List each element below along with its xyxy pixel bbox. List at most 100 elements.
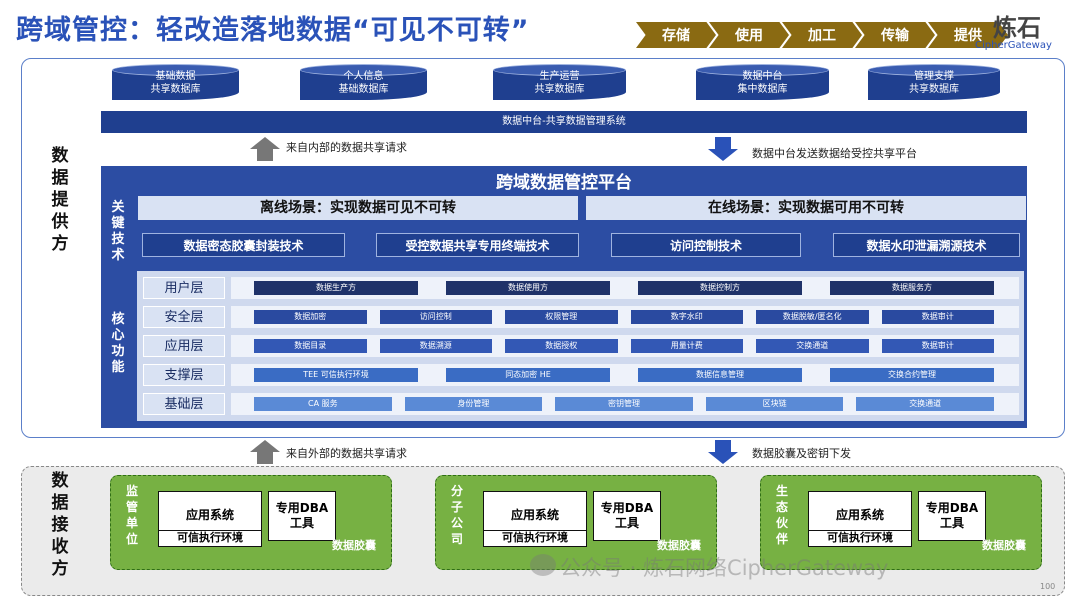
- down-arrow-icon: [708, 452, 738, 464]
- layer-cell: 数据授权: [505, 339, 618, 353]
- database-label: 数据中台集中数据库: [696, 70, 829, 96]
- key-tech-label: 关键技术: [110, 200, 126, 264]
- group-unit-label: 分子公司: [450, 483, 464, 547]
- scene-offline: 离线场景：实现数据可见不可转: [138, 196, 578, 220]
- tech-watermark: 数据水印泄漏溯源技术: [833, 233, 1020, 257]
- layer-strip: [231, 364, 1019, 386]
- label-char: 收: [51, 537, 69, 557]
- layer-cell: 数据审计: [881, 310, 994, 324]
- label-char: 分: [450, 484, 463, 498]
- layer-cell: 交换通道: [756, 339, 869, 353]
- dba-tool-line: 工具: [939, 516, 964, 530]
- label-char: 据: [51, 168, 69, 188]
- logo-cn: 炼石: [993, 14, 1041, 42]
- database-label-line: 管理支撑: [914, 71, 954, 82]
- layer-cell: TEE 可信执行环境: [254, 368, 418, 382]
- label-char: 方: [51, 559, 69, 579]
- tee-label: 可信执行环境: [159, 530, 261, 546]
- database-label-line: 基础数据库: [338, 84, 389, 95]
- layer-cell: 数据控制方: [638, 281, 802, 295]
- layer-cell: 数据溯源: [379, 339, 492, 353]
- lifecycle-step-1: 使用: [709, 22, 789, 48]
- label-char: 伴: [775, 532, 788, 546]
- tee-label: 可信执行环境: [484, 530, 586, 546]
- data-capsule-label: 数据胶囊: [982, 539, 1026, 552]
- database-label-line: 共享数据库: [150, 84, 201, 95]
- tech-terminal: 受控数据共享专用终端技术: [376, 233, 579, 257]
- note-internal-request: 来自内部的数据共享请求: [286, 141, 407, 154]
- app-system-box: 应用系统可信执行环境: [483, 491, 587, 547]
- up-arrow-stem: [257, 452, 273, 464]
- layer-label: 基础层: [143, 393, 225, 415]
- label-char: 心: [111, 328, 125, 343]
- database-top: [493, 64, 626, 76]
- database-cylinder: 个人信息基础数据库: [300, 64, 427, 100]
- app-system-box: 应用系统可信执行环境: [808, 491, 912, 547]
- app-system-label: 应用系统: [185, 508, 234, 522]
- database-top: [868, 64, 1000, 76]
- dba-tool-line: 专用DBA: [925, 501, 979, 515]
- label-char: 位: [125, 532, 138, 546]
- page-number: 100: [1040, 582, 1056, 591]
- label-char: 公: [450, 516, 463, 530]
- label-char: 管: [125, 500, 138, 514]
- layer-cell: 交换合约管理: [830, 368, 994, 382]
- label-char: 监: [125, 484, 138, 498]
- mgmt-system-bar: 数据中台-共享数据管理系统: [101, 111, 1027, 133]
- database-cylinder: 数据中台集中数据库: [696, 64, 829, 100]
- database-cylinder: 管理支撑共享数据库: [868, 64, 1000, 100]
- database-cylinder: 生产运营共享数据库: [493, 64, 626, 100]
- database-label: 管理支撑共享数据库: [868, 70, 1000, 96]
- dba-tool-line: 专用DBA: [275, 501, 329, 515]
- label-char: 技: [111, 232, 125, 247]
- page-title: 跨域管控：轻改造落地数据“可见不可转”: [16, 15, 530, 46]
- up-arrow-stem: [257, 149, 273, 161]
- layer-label: 用户层: [143, 277, 225, 299]
- scene-online: 在线场景：实现数据可用不可转: [586, 196, 1026, 220]
- label-char: 关: [111, 200, 125, 215]
- database-label-line: 基础数据: [155, 71, 196, 82]
- dba-tool-line: 工具: [614, 516, 639, 530]
- dba-tool-line: 工具: [289, 516, 314, 530]
- layer-cell: 数据服务方: [830, 281, 994, 295]
- layer-cell: 数据信息管理: [638, 368, 802, 382]
- label-char: 键: [111, 216, 125, 231]
- tee-label: 可信执行环境: [809, 530, 911, 546]
- label-char: 供: [51, 212, 69, 232]
- note-capsule-key: 数据胶囊及密钥下发: [752, 447, 851, 460]
- database-label-line: 集中数据库: [737, 84, 788, 95]
- layer-cell: 数据生产方: [254, 281, 418, 295]
- logo-en: CipherGateway: [975, 40, 1052, 51]
- database-top: [300, 64, 427, 76]
- database-label-line: 数据中台: [742, 71, 783, 82]
- label-char: 据: [51, 493, 69, 513]
- label-char: 能: [111, 360, 125, 375]
- label-char: 伙: [775, 516, 788, 530]
- database-cylinder: 基础数据共享数据库: [112, 64, 239, 100]
- database-label: 个人信息基础数据库: [300, 70, 427, 96]
- app-system-box: 应用系统可信执行环境: [158, 491, 262, 547]
- receiver-side-label: 数据接收方: [49, 470, 71, 580]
- layer-cell: 区块链: [705, 397, 844, 411]
- note-external-request: 来自外部的数据共享请求: [286, 447, 407, 460]
- layer-cell: 数据脱敏/匿名化: [756, 310, 869, 324]
- provider-side-label: 数据提供方: [49, 145, 71, 255]
- dba-tool-line: 专用DBA: [600, 501, 654, 515]
- label-char: 提: [51, 190, 69, 210]
- layer-cell: 身份管理: [404, 397, 543, 411]
- tech-capsule: 数据密态胶囊封装技术: [142, 233, 345, 257]
- label-char: 方: [51, 234, 69, 254]
- database-label-line: 生产运营: [539, 71, 580, 82]
- group-unit-label: 生态伙伴: [775, 483, 789, 547]
- layer-cell: CA 服务: [254, 397, 392, 411]
- down-arrow-icon: [708, 149, 738, 161]
- watermark: 公众号 · 炼石网络CipherGateway: [560, 556, 889, 580]
- database-top: [696, 64, 829, 76]
- label-char: 态: [775, 500, 788, 514]
- label-char: 数: [51, 471, 69, 491]
- layer-cell: 数据加密: [254, 310, 367, 324]
- label-char: 功: [111, 344, 125, 359]
- down-arrow-stem: [715, 137, 731, 149]
